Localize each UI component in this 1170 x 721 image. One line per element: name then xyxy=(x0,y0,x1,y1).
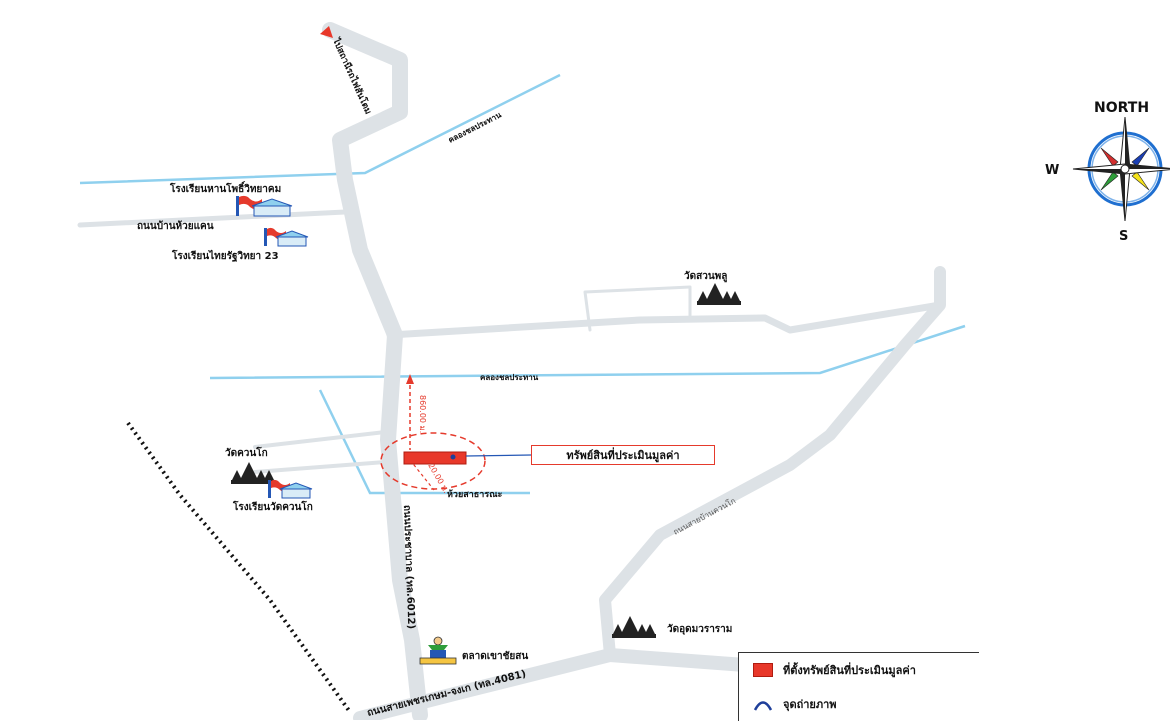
market-label: ตลาดเขาชัยสน xyxy=(462,650,528,662)
main-road-label: ถนนประชาบาล (ทล.6012) xyxy=(401,505,417,630)
stream-label: ห้วยสาธารณะ xyxy=(447,489,503,500)
canal-top xyxy=(79,73,561,185)
legend-row-property: ที่ตั้งทรัพย์สินที่ประเมินมูลค่า xyxy=(753,661,916,679)
distance-north-label: 860.00 ม. xyxy=(418,395,427,433)
canal-mid xyxy=(209,324,966,380)
road-bottom-label: ถนนสายเพชรเกษม-จงเก (ทล.4081) xyxy=(366,669,527,719)
canals xyxy=(79,73,966,495)
school-icon xyxy=(264,227,309,247)
distance-marker xyxy=(406,374,435,491)
road-huaykhaen xyxy=(77,209,348,228)
temple-suanphlu-label: วัดสวนพลู xyxy=(684,270,727,283)
compass-south-label: S xyxy=(1119,229,1128,244)
property-swatch-icon xyxy=(753,663,773,677)
stream-left xyxy=(318,389,530,495)
school-2-label: โรงเรียนไทยรัฐวิทยา 23 xyxy=(171,249,279,262)
market-icon xyxy=(419,636,457,665)
temple-icon xyxy=(231,462,275,484)
road-khuanko xyxy=(253,430,387,449)
road-east xyxy=(599,266,946,661)
property-label-box: ทรัพย์สินที่ประเมินมูลค่า xyxy=(531,445,715,465)
legend-row-photo: จุดถ่ายภาพ xyxy=(753,695,837,713)
compass-icon xyxy=(1072,116,1170,222)
road-main xyxy=(322,22,428,720)
school-icon xyxy=(236,195,293,217)
map-legend: ที่ตั้งทรัพย์สินที่ประเมินมูลค่า จุดถ่าย… xyxy=(738,652,979,721)
road-bottom xyxy=(353,648,752,720)
road-huaykhaen-label: ถนนบ้านห้วยแคน xyxy=(137,220,214,232)
canal-mid-label: คลองชลประทาน xyxy=(480,373,539,382)
temple-khuanko-label: วัดควนโก xyxy=(225,446,268,459)
road-suanphlu-loop xyxy=(583,285,692,332)
railway-line xyxy=(126,421,352,714)
school-1-label: โรงเรียนหานโพธิ์วิทยาคม xyxy=(169,181,281,195)
school-icon xyxy=(268,479,313,499)
road-east-label: ถนนสายบ้านควนโก xyxy=(671,495,737,536)
direction-arrow-icon xyxy=(320,26,333,38)
photo-point-dot xyxy=(450,454,456,460)
temple-icon xyxy=(612,616,656,638)
property-callout-line xyxy=(465,454,532,457)
road-suanphlu xyxy=(386,301,944,339)
property-label: ทรัพย์สินที่ประเมินมูลค่า xyxy=(566,449,680,462)
compass-west-label: W xyxy=(1045,163,1059,178)
temple-icon xyxy=(697,283,741,305)
distance-south-label: 20.00 ม. xyxy=(426,462,450,495)
property-marker xyxy=(403,451,467,465)
road-khuanko-2 xyxy=(253,460,387,474)
legend-property-label: ที่ตั้งทรัพย์สินที่ประเมินมูลค่า xyxy=(783,664,916,677)
legend-photo-label: จุดถ่ายภาพ xyxy=(783,698,837,711)
compass-north-label: NORTH xyxy=(1094,100,1149,116)
temple-udom-label: วัดอุดมวราราม xyxy=(667,623,732,635)
roads xyxy=(77,22,946,720)
photo-point-icon xyxy=(753,701,773,711)
school-3-label: โรงเรียนวัดควนโก xyxy=(232,500,313,513)
property-radius-circle xyxy=(380,432,486,490)
